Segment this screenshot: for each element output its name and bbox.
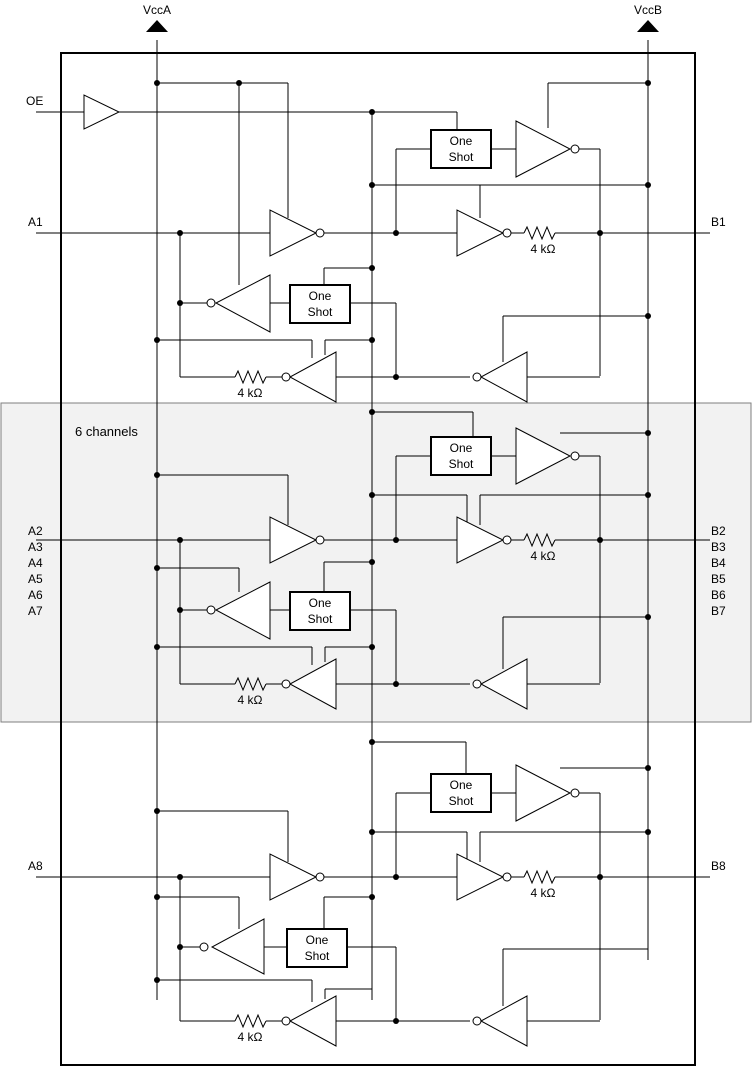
svg-text:Shot: Shot	[449, 794, 474, 808]
svg-text:4 kΩ: 4 kΩ	[238, 1030, 263, 1044]
oe-buffer	[83, 94, 121, 130]
vcca-arrow-icon	[146, 20, 168, 32]
channel-block-2: One Shot One Shot 4 kΩ 4 kΩ A2 A3 A4 A5 …	[28, 409, 726, 710]
port-label: B2	[711, 524, 726, 538]
svg-text:4 kΩ: 4 kΩ	[531, 242, 556, 256]
port-label: A2	[28, 524, 43, 538]
port-label: A4	[28, 556, 43, 570]
svg-text:4 kΩ: 4 kΩ	[238, 693, 263, 707]
port-label: B4	[711, 556, 726, 570]
port-label: A8	[28, 859, 43, 873]
port-label: B1	[711, 215, 726, 229]
svg-text:One: One	[450, 134, 473, 148]
channel-block-3: One Shot One Shot 4 kΩ 4 kΩ A8 B8	[28, 739, 726, 1047]
port-label: A1	[28, 215, 43, 229]
port-label: A6	[28, 588, 43, 602]
svg-text:One: One	[306, 933, 329, 947]
svg-text:4 kΩ: 4 kΩ	[531, 549, 556, 563]
svg-text:Shot: Shot	[449, 150, 474, 164]
svg-text:Shot: Shot	[449, 457, 474, 471]
port-label: B8	[711, 859, 726, 873]
port-label: B6	[711, 588, 726, 602]
svg-text:Shot: Shot	[308, 305, 333, 319]
vccb-arrow-icon	[637, 20, 659, 32]
svg-text:One: One	[309, 596, 332, 610]
device-outline	[60, 52, 696, 1066]
svg-text:4 kΩ: 4 kΩ	[531, 886, 556, 900]
junction-dot	[369, 109, 375, 115]
port-label: B7	[711, 604, 726, 618]
svg-text:Shot: Shot	[305, 949, 330, 963]
svg-text:One: One	[450, 441, 473, 455]
channel-block-1: One Shot One Shot 4 kΩ 4 kΩ A1 B1	[28, 80, 726, 403]
band-label: 6 channels	[75, 424, 138, 439]
oe-label: OE	[26, 94, 43, 108]
port-label: A5	[28, 572, 43, 586]
six-channel-band	[0, 402, 752, 723]
svg-text:Shot: Shot	[308, 612, 333, 626]
svg-text:One: One	[450, 778, 473, 792]
svg-text:One: One	[309, 289, 332, 303]
vccb-label: VccB	[634, 3, 662, 17]
vcca-label: VccA	[143, 3, 171, 17]
port-label: B5	[711, 572, 726, 586]
port-label: A7	[28, 604, 43, 618]
port-label: B3	[711, 540, 726, 554]
port-label: A3	[28, 540, 43, 554]
svg-text:4 kΩ: 4 kΩ	[238, 386, 263, 400]
